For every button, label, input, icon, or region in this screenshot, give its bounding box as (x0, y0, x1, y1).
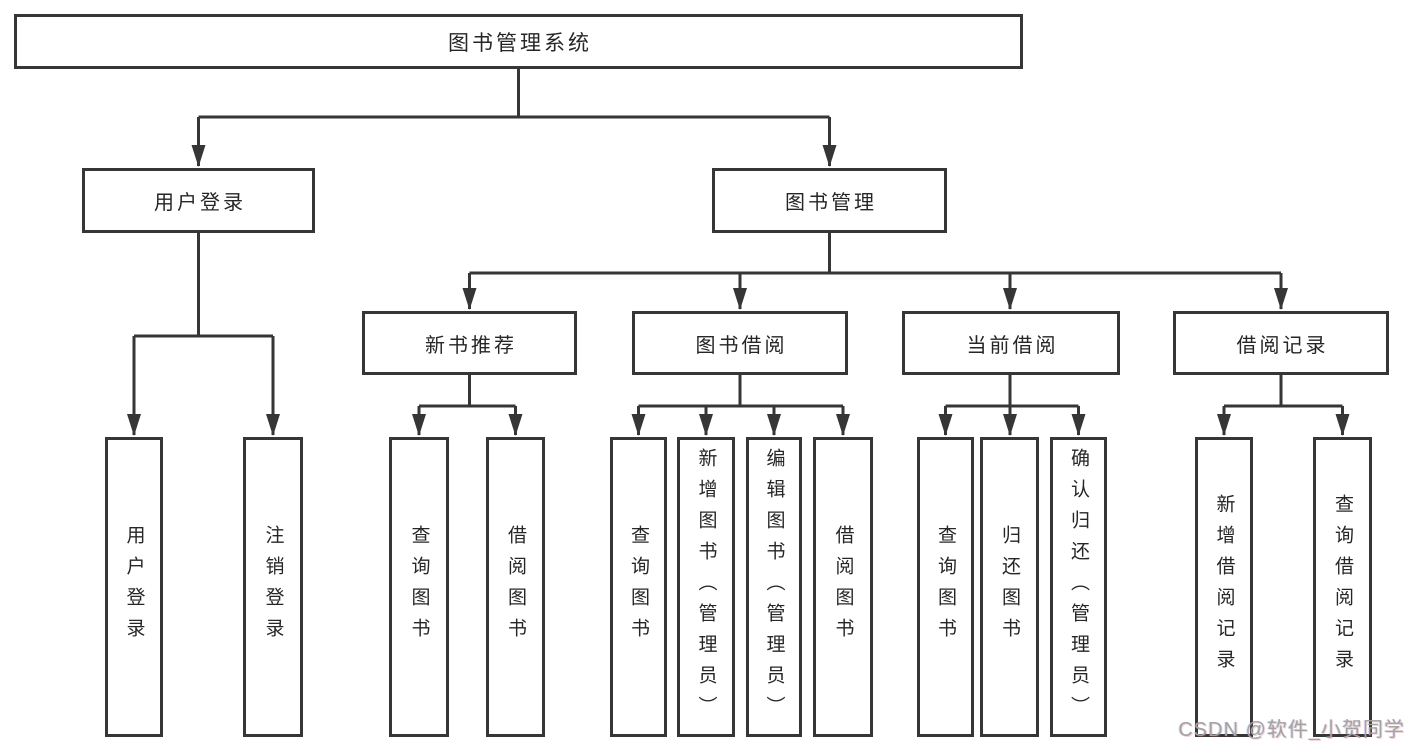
node-label: 新增图书（管理员） (695, 447, 717, 727)
node-user-login: 用户登录 (82, 168, 315, 233)
leaf-query-books-recommend: 查询图书 (389, 437, 449, 737)
leaf-borrow-books: 借阅图书 (813, 437, 873, 737)
leaf-add-books-admin: 新增图书（管理员） (677, 437, 735, 737)
leaf-logout: 注销登录 (243, 437, 303, 737)
node-label: 归还图书 (999, 525, 1020, 649)
node-label: 图书管理 (785, 192, 877, 214)
node-label: 编辑图书（管理员） (763, 447, 785, 727)
node-label: 查询图书 (935, 525, 956, 649)
node-book-management: 图书管理 (712, 168, 947, 233)
node-current-borrowing: 当前借阅 (902, 311, 1120, 375)
leaf-query-books-current: 查询图书 (917, 437, 974, 737)
node-library-management-system: 图书管理系统 (14, 14, 1023, 69)
node-label: 确认归还（管理员） (1068, 447, 1089, 727)
csdn-watermark: CSDN @软件_小贺同学 (1178, 719, 1405, 741)
node-label: 图书借阅 (695, 334, 788, 357)
leaf-user-login: 用户登录 (105, 437, 163, 737)
node-label: 查询图书 (408, 525, 430, 649)
node-label: 图书管理系统 (448, 31, 592, 55)
node-label: 用户登录 (123, 525, 145, 649)
node-label: 新增借阅记录 (1213, 494, 1235, 680)
leaf-query-books-borrowing: 查询图书 (610, 437, 667, 737)
leaf-borrow-books-recommend: 借阅图书 (486, 437, 545, 737)
node-label: 借阅图书 (832, 525, 854, 649)
leaf-return-books: 归还图书 (980, 437, 1039, 737)
node-label: 当前借阅 (966, 334, 1059, 357)
leaf-query-borrow-record: 查询借阅记录 (1313, 437, 1372, 737)
leaf-add-borrow-record: 新增借阅记录 (1195, 437, 1253, 737)
node-new-book-recommendation: 新书推荐 (362, 311, 577, 375)
node-label: 注销登录 (262, 525, 284, 649)
node-book-borrowing: 图书借阅 (632, 311, 848, 375)
node-label: 借阅图书 (505, 525, 526, 649)
node-label: 查询借阅记录 (1332, 494, 1353, 680)
node-label: 新书推荐 (425, 334, 517, 357)
leaf-edit-books-admin: 编辑图书（管理员） (746, 437, 802, 737)
node-label: 查询图书 (628, 525, 649, 649)
node-label: 借阅记录 (1236, 334, 1329, 357)
node-borrowing-records: 借阅记录 (1173, 311, 1389, 375)
leaf-confirm-return-admin: 确认归还（管理员） (1050, 437, 1107, 737)
node-label: 用户登录 (154, 192, 246, 214)
